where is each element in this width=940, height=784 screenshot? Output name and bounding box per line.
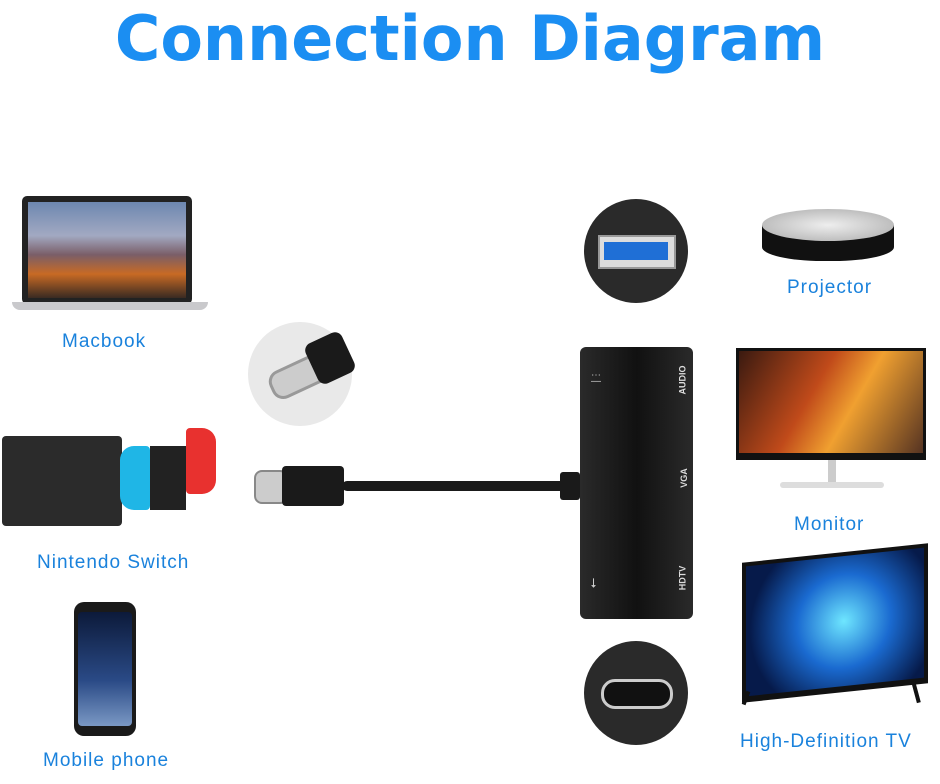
cable	[342, 481, 576, 491]
mobile-phone-label: Mobile phone	[43, 750, 170, 771]
monitor-label: Monitor	[794, 514, 865, 535]
port-label-audio: AUDIO	[677, 365, 688, 395]
usb-icon: ⭠	[585, 577, 601, 589]
macbook-label: Macbook	[62, 331, 147, 352]
port-label-hdtv: HDTV	[677, 565, 688, 591]
tv-label: High-Definition TV	[740, 731, 912, 752]
monitor-image	[736, 348, 928, 496]
nintendo-switch-label: Nintendo Switch	[37, 552, 190, 573]
usb-c-plug-closeup	[248, 322, 358, 426]
macbook-image	[12, 196, 210, 314]
usb-c-adapter: AUDIO VGA HDTV ⋯― ⭠	[580, 347, 693, 619]
usb-c-port-closeup	[584, 641, 688, 745]
usb-a-port-closeup	[584, 199, 688, 303]
plug-housing	[282, 466, 344, 506]
diagram-title: Connection Diagram	[114, 2, 826, 75]
projector-image	[762, 205, 894, 265]
projector-label: Projector	[787, 277, 873, 298]
tv-image	[734, 543, 934, 709]
audio-icon: ⋯―	[591, 370, 601, 387]
mobile-phone-image	[74, 602, 136, 736]
nintendo-switch-image	[2, 428, 224, 528]
port-label-vga: VGA	[678, 468, 689, 488]
